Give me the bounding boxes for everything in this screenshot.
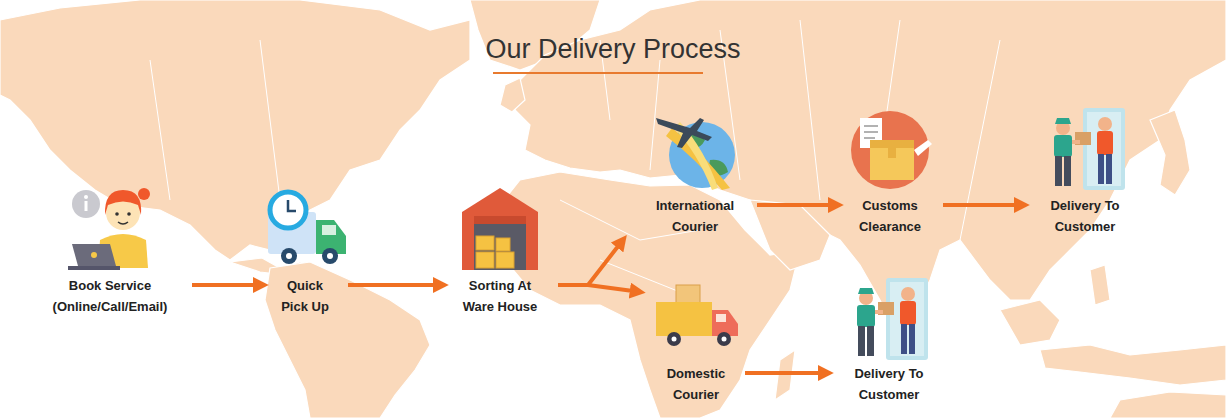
step-text: Domestic Courier xyxy=(659,363,733,405)
domestic-truck-icon xyxy=(656,285,738,346)
philippines xyxy=(1090,265,1110,305)
step-label: Sorting At Ware House xyxy=(454,275,546,317)
japan xyxy=(1150,110,1190,195)
plane-globe-icon xyxy=(656,118,735,190)
step-text: Delivery To Customer xyxy=(1035,195,1135,237)
step-text: Delivery To Customer xyxy=(839,363,939,405)
se-asia xyxy=(1000,300,1060,345)
truck-clock-icon xyxy=(268,192,346,264)
flow-arrow xyxy=(558,245,619,285)
step-text: Sorting At Ware House xyxy=(454,275,546,317)
north-america xyxy=(0,0,470,260)
diagram-title: Our Delivery Process xyxy=(0,34,1226,65)
flow-arrow xyxy=(943,203,1017,207)
customs-icon xyxy=(851,111,932,189)
flow-arrow xyxy=(558,285,633,291)
delivery-icon xyxy=(1054,108,1125,190)
title-text: Our Delivery Process xyxy=(485,34,740,64)
step-label: International Courier xyxy=(645,195,745,237)
step-label: Delivery To Customer xyxy=(839,363,939,405)
title-underline xyxy=(493,72,703,74)
britain xyxy=(500,78,525,112)
step-label: Customs Clearance xyxy=(849,195,931,237)
step-label: Quick Pick Up xyxy=(274,275,336,317)
step-label: Book Service (Online/Call/Email) xyxy=(40,275,180,317)
step-text: Book Service (Online/Call/Email) xyxy=(40,275,180,317)
step-text: International Courier xyxy=(645,195,745,237)
indonesia xyxy=(1040,345,1226,385)
flow-arrow xyxy=(192,283,256,287)
delivery-icon xyxy=(857,278,928,360)
person-laptop-icon xyxy=(68,188,150,270)
australia xyxy=(1110,392,1226,418)
step-text: Quick Pick Up xyxy=(274,275,336,317)
flow-arrow xyxy=(348,283,436,287)
flow-arrow xyxy=(745,371,821,375)
flow-arrow xyxy=(757,203,831,207)
step-label: Delivery To Customer xyxy=(1035,195,1135,237)
step-label: Domestic Courier xyxy=(659,363,733,405)
warehouse-icon xyxy=(462,188,538,270)
step-text: Customs Clearance xyxy=(849,195,931,237)
arabia xyxy=(750,200,830,270)
